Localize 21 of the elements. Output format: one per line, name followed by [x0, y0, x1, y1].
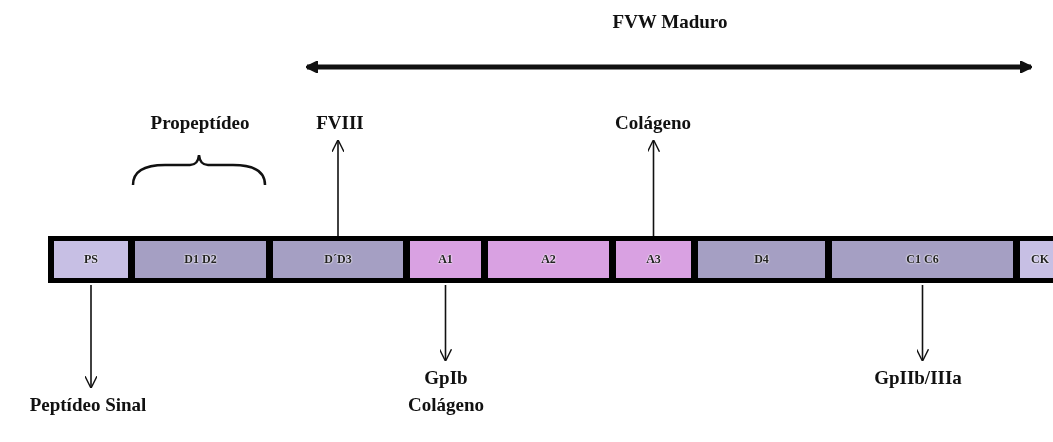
arrow [438, 284, 453, 362]
domain-segment: C1 C6 [832, 241, 1013, 278]
arrow [84, 284, 98, 389]
arrow [331, 139, 345, 237]
arrow [915, 284, 930, 362]
domain-segment: CK [1020, 241, 1053, 278]
binding-label: Colágeno [598, 109, 708, 137]
binding-label: FVIII [300, 109, 380, 137]
domain-segment: D´D3 [273, 241, 403, 278]
domain-segment: A2 [488, 241, 609, 278]
domain-segment: D1 D2 [135, 241, 266, 278]
binding-label: Peptídeo Sinal [8, 391, 168, 419]
arrow [646, 139, 661, 237]
binding-label: GpIIb/IIIa [858, 364, 978, 392]
region-label: Propeptídeo [149, 111, 251, 135]
domain-segment: A1 [410, 241, 481, 278]
binding-label: GpIb Colágeno [396, 364, 496, 418]
span-label: FVW Maduro [611, 10, 729, 34]
domain-segment: PS [54, 241, 128, 278]
domain-segment: D4 [698, 241, 825, 278]
domain-segment: A3 [616, 241, 691, 278]
